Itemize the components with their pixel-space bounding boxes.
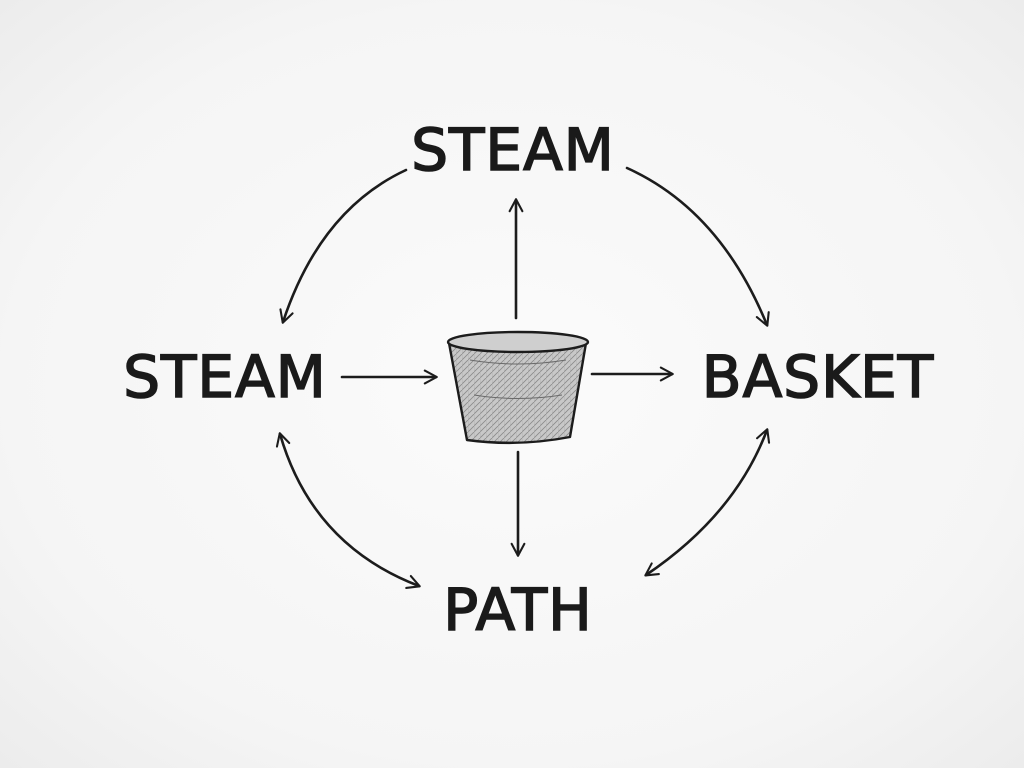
arrow-left-bottom-bidirectional: [275, 432, 421, 590]
node-basket-right: BASKET: [702, 343, 934, 411]
basket-icon: [446, 330, 590, 445]
arrow-top-to-left: [279, 168, 408, 324]
node-steam-left: STEAM: [123, 343, 327, 411]
arrow-right-bottom-bidirectional: [644, 428, 771, 577]
node-path-bottom: PATH: [443, 576, 592, 644]
node-steam-top: STEAM: [411, 116, 615, 184]
arrow-top-to-right: [625, 166, 770, 327]
